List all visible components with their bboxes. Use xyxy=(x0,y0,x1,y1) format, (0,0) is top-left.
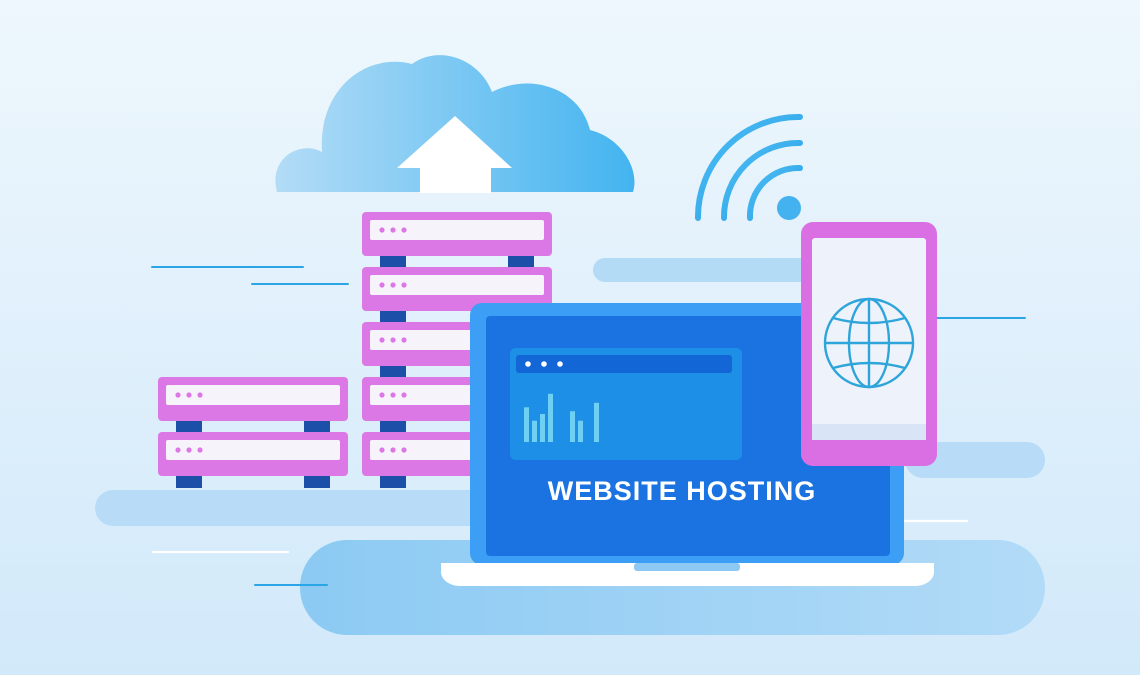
bar-chart-icon xyxy=(524,393,599,442)
chart-bar xyxy=(540,414,545,442)
hero-title: WEBSITE HOSTING xyxy=(547,476,817,506)
server-rack-icon xyxy=(158,377,348,488)
globe-icon xyxy=(823,297,915,389)
laptop-base xyxy=(441,563,934,586)
server-unit xyxy=(158,432,348,488)
cloud-upload-icon xyxy=(275,55,635,193)
chart-bar xyxy=(548,393,553,442)
chart-bar xyxy=(594,402,599,442)
browser-window xyxy=(510,348,742,460)
laptop-hinge xyxy=(634,563,740,571)
chart-bar xyxy=(532,420,537,442)
server-unit xyxy=(362,212,552,268)
laptop xyxy=(441,303,934,586)
chart-bar xyxy=(570,411,575,442)
chart-bar xyxy=(578,420,583,442)
server-unit xyxy=(158,377,348,433)
phone xyxy=(801,222,937,466)
wifi-icon xyxy=(694,113,803,221)
chart-bar xyxy=(524,407,529,442)
